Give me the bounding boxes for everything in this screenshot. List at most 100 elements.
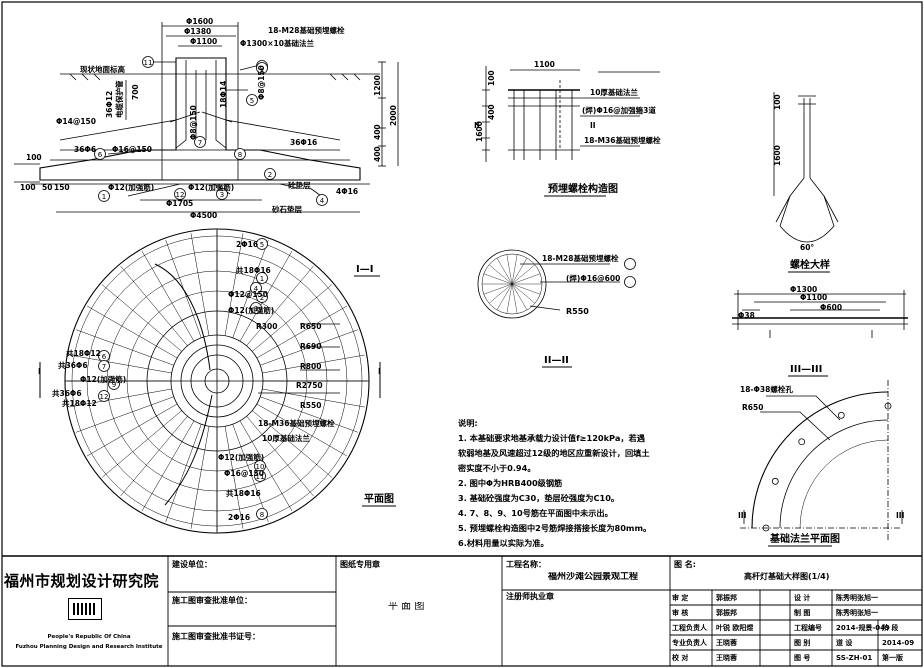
callout-circle [256,238,268,250]
title-flange-plan: 基础法兰平面图 [769,532,840,545]
label-r16150: Φ16@150 [112,145,152,154]
radius-r690: R690 [300,342,321,351]
plan-label-i: Φ12(加强筋) [218,452,264,462]
plan-label-g: 共36Φ6 [52,388,82,398]
dim-d1600: Φ1600 [186,17,213,26]
title-block-cell: 图 别 [794,639,811,647]
title-block-cell: SS-ZH-01 [836,654,873,662]
bolt-mark-left: II [474,121,480,130]
bolt-v100: 100 [487,70,496,86]
plan-label-l: 2Φ16 [228,513,250,522]
callout-circle [250,302,262,314]
callout-number: 11 [256,473,265,481]
title-bolt-detail: 螺栓大样 [790,258,830,271]
bolt-label-2: (焊)Φ16@加强箍3道 [582,105,656,115]
title-block-grid [2,555,922,666]
institute-name-cn: 福州市规划设计研究院 [4,572,160,590]
radial-rebar [190,426,210,529]
callout-number: 8 [238,151,242,159]
section-ii-spoke [511,283,536,304]
notes-head: 说明: [458,418,478,428]
section-mark-right: I [378,367,381,376]
radius-r800: R800 [300,362,321,371]
foundation-elevation [14,22,399,213]
radius-r2750: R2750 [296,381,323,390]
bolt-v1600: 1600 [475,121,484,142]
title-block-cell: 郭振邦 [716,609,737,617]
radial-rebar [101,284,182,352]
section-mark-left: I [38,367,41,376]
callout-circle [94,148,106,160]
dim-h50: 50 [42,183,52,192]
callout-circle [246,94,258,106]
radial-rebar [86,305,178,359]
radial-rebar [86,403,178,457]
label-bolt-m28: 18-M28基础预埋螺栓 [268,25,345,35]
radial-rebar [260,329,359,366]
section-ii-spoke [506,254,513,285]
title-block-cell: 郭振邦 [716,594,737,602]
bolt-label-3: 18-M36基础预埋螺栓 [584,135,661,145]
sec2-label-1: 18-M28基础预埋螺栓 [542,253,619,263]
institute-name-en1: People's Republic Of China [47,634,131,640]
bolt-hole [762,524,770,532]
callout-number: 10 [256,463,265,471]
callout-circle [256,62,268,74]
note-line-6: 4. 7、8、9、10号筋在平面图中未示出。 [458,508,613,518]
callout-circle [250,282,262,294]
radial-rebar [256,403,348,457]
project-label: 工程名称： [506,560,546,569]
title-section-iii: III—III [790,364,822,375]
plan-label-c: Φ12@150 [228,290,268,299]
detail-v100: 100 [773,94,782,110]
client-label: 建设单位： [172,560,212,569]
flange-plan [740,380,903,540]
radial-rebar [239,420,293,512]
plan-label-b: 共18Φ16 [236,265,271,275]
plan-label-e: 共18Φ12 [66,348,101,358]
radial-rebar [232,424,269,523]
callout-circle [256,291,268,303]
section-ii-spoke [488,283,513,304]
plan-label-k: 共18Φ16 [226,488,261,498]
callout-number: 4 [320,197,325,205]
title-block-cell: 专业负责人 [672,639,707,647]
radial-rebar [246,265,314,346]
radial-rebar [256,305,348,359]
label-flange-hole: Φ1300×10基础法兰 [240,38,314,48]
callout-number: 1 [260,275,264,283]
section-ii-spoke [488,264,513,285]
callout-number: 9 [260,65,264,73]
note-line-4: 2. 图中Φ为HRB400级钢筋 [458,478,562,488]
radial-rebar [165,424,202,523]
bolt-label-1: 10厚基础法兰 [590,87,638,97]
note-line-7: 5. 预埋螺栓构造图中2号筋焊接搭接长度为80mm。 [458,523,651,533]
section-ii [477,249,620,319]
section-ii-spoke [506,283,513,314]
detail-angle: 60° [800,243,814,252]
flange-radius: R650 [742,403,763,412]
drawing-name-label: 图 名: [674,560,696,569]
callout-number: 12 [176,191,185,199]
callout-number: 11 [144,59,153,67]
label-ground: 现状地面标高 [80,64,125,74]
section-ii-spoke [511,283,518,314]
section-iii [732,290,908,338]
institute-name-en2: Fuzhou Planning Design and Research Inst… [15,644,163,650]
radial-rebar [141,250,195,342]
callout-circle [216,188,228,200]
bolt-detail [773,92,839,243]
callout-number: 7 [102,363,106,371]
title-block-cell: 审 核 [672,609,689,617]
callout-number: 9 [112,381,116,389]
drawing-name: 高杆灯基础大样图(1/4) [744,572,830,581]
label-wire: 电缆保护管 [114,80,124,118]
plan-label-n: 10厚基础法兰 [262,433,310,443]
section-ii-spoke [511,283,541,295]
callout-number: 1 [102,193,106,201]
bolt-hole [771,477,779,485]
title-block-cell: 2014-09 [882,639,915,647]
radial-rebar [252,410,333,478]
plan-label-o: Φ12(加强筋) [80,374,126,384]
